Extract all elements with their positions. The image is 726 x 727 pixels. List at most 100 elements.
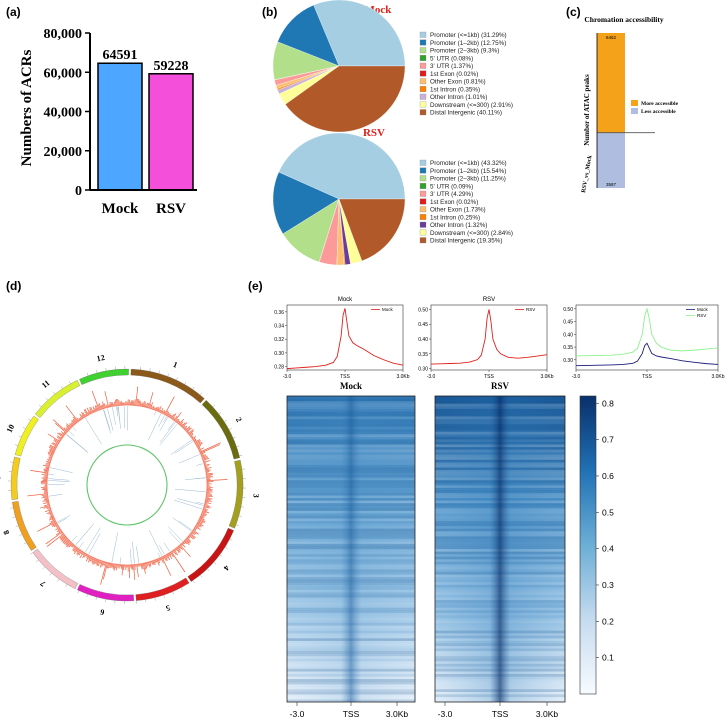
circos-track-baseline: [46, 404, 208, 566]
histogram-bar: [46, 511, 52, 514]
histogram-bar: [70, 423, 74, 427]
histogram-bar: [151, 406, 153, 410]
histogram-bar: [44, 509, 52, 512]
histogram-bar: [183, 540, 187, 545]
histogram-bar: [205, 471, 210, 473]
histogram-bar: [88, 555, 91, 560]
panel-label-e: (e): [248, 279, 263, 293]
histogram-bar: [186, 537, 191, 542]
spike-line: [119, 557, 121, 564]
histogram-bar: [153, 407, 155, 410]
histogram-bar: [162, 409, 165, 414]
histogram-bar: [86, 554, 89, 559]
legend-mock-swatch: [419, 31, 427, 38]
histogram-bar: [199, 518, 206, 522]
spike-line: [116, 406, 118, 411]
histogram-bar: [56, 435, 62, 440]
chromosome-tick: [65, 584, 68, 587]
chromosome-arc-10: [14, 415, 39, 457]
chromosome-arc-2: [201, 400, 240, 460]
histogram-bar: [206, 472, 213, 475]
colorbar-tick-label: 0.7: [602, 435, 614, 445]
histogram-bar: [202, 456, 208, 459]
histogram-bar: [197, 522, 204, 527]
histogram-bar: [178, 418, 184, 425]
histogram-bar: [65, 541, 72, 547]
histogram-bar: [155, 559, 158, 563]
histogram-bar: [158, 558, 161, 561]
histogram-bar: [49, 448, 55, 452]
chromosome-label-5: 5: [165, 603, 172, 613]
profile-legend-label: RSV: [697, 313, 706, 318]
c-title: Chromation accessibility: [584, 15, 663, 24]
histogram-bar: [62, 537, 68, 543]
profile-y-tick-label: 0.35: [418, 352, 428, 358]
legend-rsv-label: Promoter (<=1kb) (43.32%): [430, 160, 507, 167]
histogram-bar: [176, 547, 181, 553]
histogram-bar: [110, 563, 113, 569]
histogram-bar: [175, 418, 179, 422]
histogram-bar: [201, 512, 208, 515]
histogram-bar: [55, 442, 59, 445]
c-category-label: RSV_vs_Mock: [581, 154, 594, 193]
histogram-bar: [205, 502, 212, 505]
histogram-bar: [202, 509, 208, 512]
histogram-bar: [206, 495, 213, 498]
chromosome-tick: [207, 568, 210, 572]
histogram-bar: [182, 542, 185, 545]
histogram-bar: [147, 562, 149, 566]
histogram-bar: [141, 563, 144, 570]
c-bar-less-accessible: [597, 132, 625, 188]
histogram-bar: [135, 386, 139, 406]
histogram-bar: [74, 547, 78, 552]
histogram-bar: [194, 528, 197, 531]
chromosome-tick: [158, 370, 160, 374]
chromosome-tick: [95, 596, 97, 600]
histogram-bar: [79, 413, 83, 419]
histogram-bar: [93, 558, 97, 565]
spike-line: [48, 478, 69, 481]
histogram-bar: [81, 412, 85, 418]
histogram-bar: [144, 401, 146, 407]
profile-x-tick-label: -3.0: [283, 374, 292, 380]
chromosome-tick: [12, 516, 16, 518]
a-bar-mock: [97, 62, 143, 191]
legend-mock-label: Promoter (2–3kb) (9.3%): [430, 48, 499, 55]
legend-rsv-swatch: [419, 159, 427, 166]
histogram-bar: [48, 454, 53, 457]
histogram-bar: [198, 447, 205, 451]
legend-rsv-swatch: [419, 237, 427, 244]
legend-rsv-swatch: [419, 190, 427, 197]
histogram-bar: [200, 515, 205, 518]
colorbar-tick-label: 0.3: [602, 580, 614, 590]
histogram-bar: [60, 436, 63, 439]
histogram-bar: [142, 563, 146, 574]
histogram-bar: [165, 554, 168, 559]
chromosome-label-1: 1: [172, 360, 179, 370]
histogram-bar: [194, 439, 200, 443]
chromosome-tick: [52, 391, 56, 395]
histogram-bar: [141, 402, 144, 407]
histogram-bar: [85, 414, 87, 417]
histogram-bar: [196, 523, 203, 527]
histogram-bar: [188, 535, 194, 540]
histogram-bar: [54, 445, 57, 448]
histogram-bar: [171, 413, 175, 419]
histogram-bar: [169, 414, 172, 418]
histogram-bar: [197, 445, 202, 448]
histogram-bar: [167, 553, 170, 557]
histogram-bar: [89, 556, 93, 562]
spike-line: [112, 407, 116, 425]
histogram-bar: [195, 525, 200, 528]
spike-line: [168, 421, 175, 430]
histogram-bar: [53, 440, 59, 444]
histogram-bar: [48, 512, 53, 515]
profile-y-tick-label: 0.28: [274, 365, 284, 371]
colorbar-tick-label: 0.2: [602, 616, 614, 626]
histogram-bar: [56, 526, 59, 529]
histogram-bar: [137, 398, 140, 406]
heatmap-x-tick-label: 3.0Kb: [536, 709, 558, 719]
spike-line: [132, 541, 135, 564]
spike-line: [48, 480, 71, 482]
histogram-bar: [203, 506, 210, 509]
